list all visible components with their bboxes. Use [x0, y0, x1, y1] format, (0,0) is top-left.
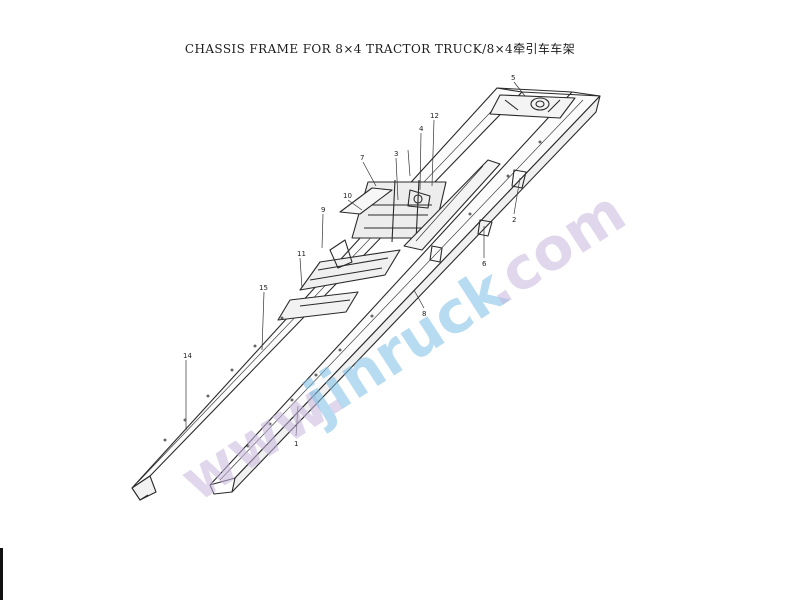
callout-7: 7	[360, 154, 364, 162]
front-cross-members	[277, 239, 401, 321]
callout-2: 2	[512, 216, 516, 224]
callout-15: 15	[259, 284, 268, 292]
callout-4: 4	[419, 125, 424, 133]
callout-5: 5	[511, 74, 515, 82]
callout-6: 6	[482, 260, 487, 268]
rail-holes	[163, 140, 542, 448]
callout-14: 14	[183, 352, 192, 360]
middle-cross-member	[339, 179, 447, 243]
callout-10: 10	[343, 192, 352, 200]
callout-12: 12	[430, 112, 439, 120]
page-title: CHASSIS FRAME FOR 8×4 TRACTOR TRUCK/8×4牵…	[184, 42, 576, 56]
scan-edge-mark	[0, 548, 3, 600]
rear-cross-member	[489, 94, 576, 119]
callout-1: 1	[294, 440, 298, 448]
spring-brackets	[429, 169, 527, 263]
reinforcement-plate	[403, 159, 501, 251]
callout-3: 3	[394, 150, 398, 158]
callout-8: 8	[422, 310, 426, 318]
callout-11: 11	[297, 250, 306, 258]
callout-9: 9	[321, 206, 325, 214]
